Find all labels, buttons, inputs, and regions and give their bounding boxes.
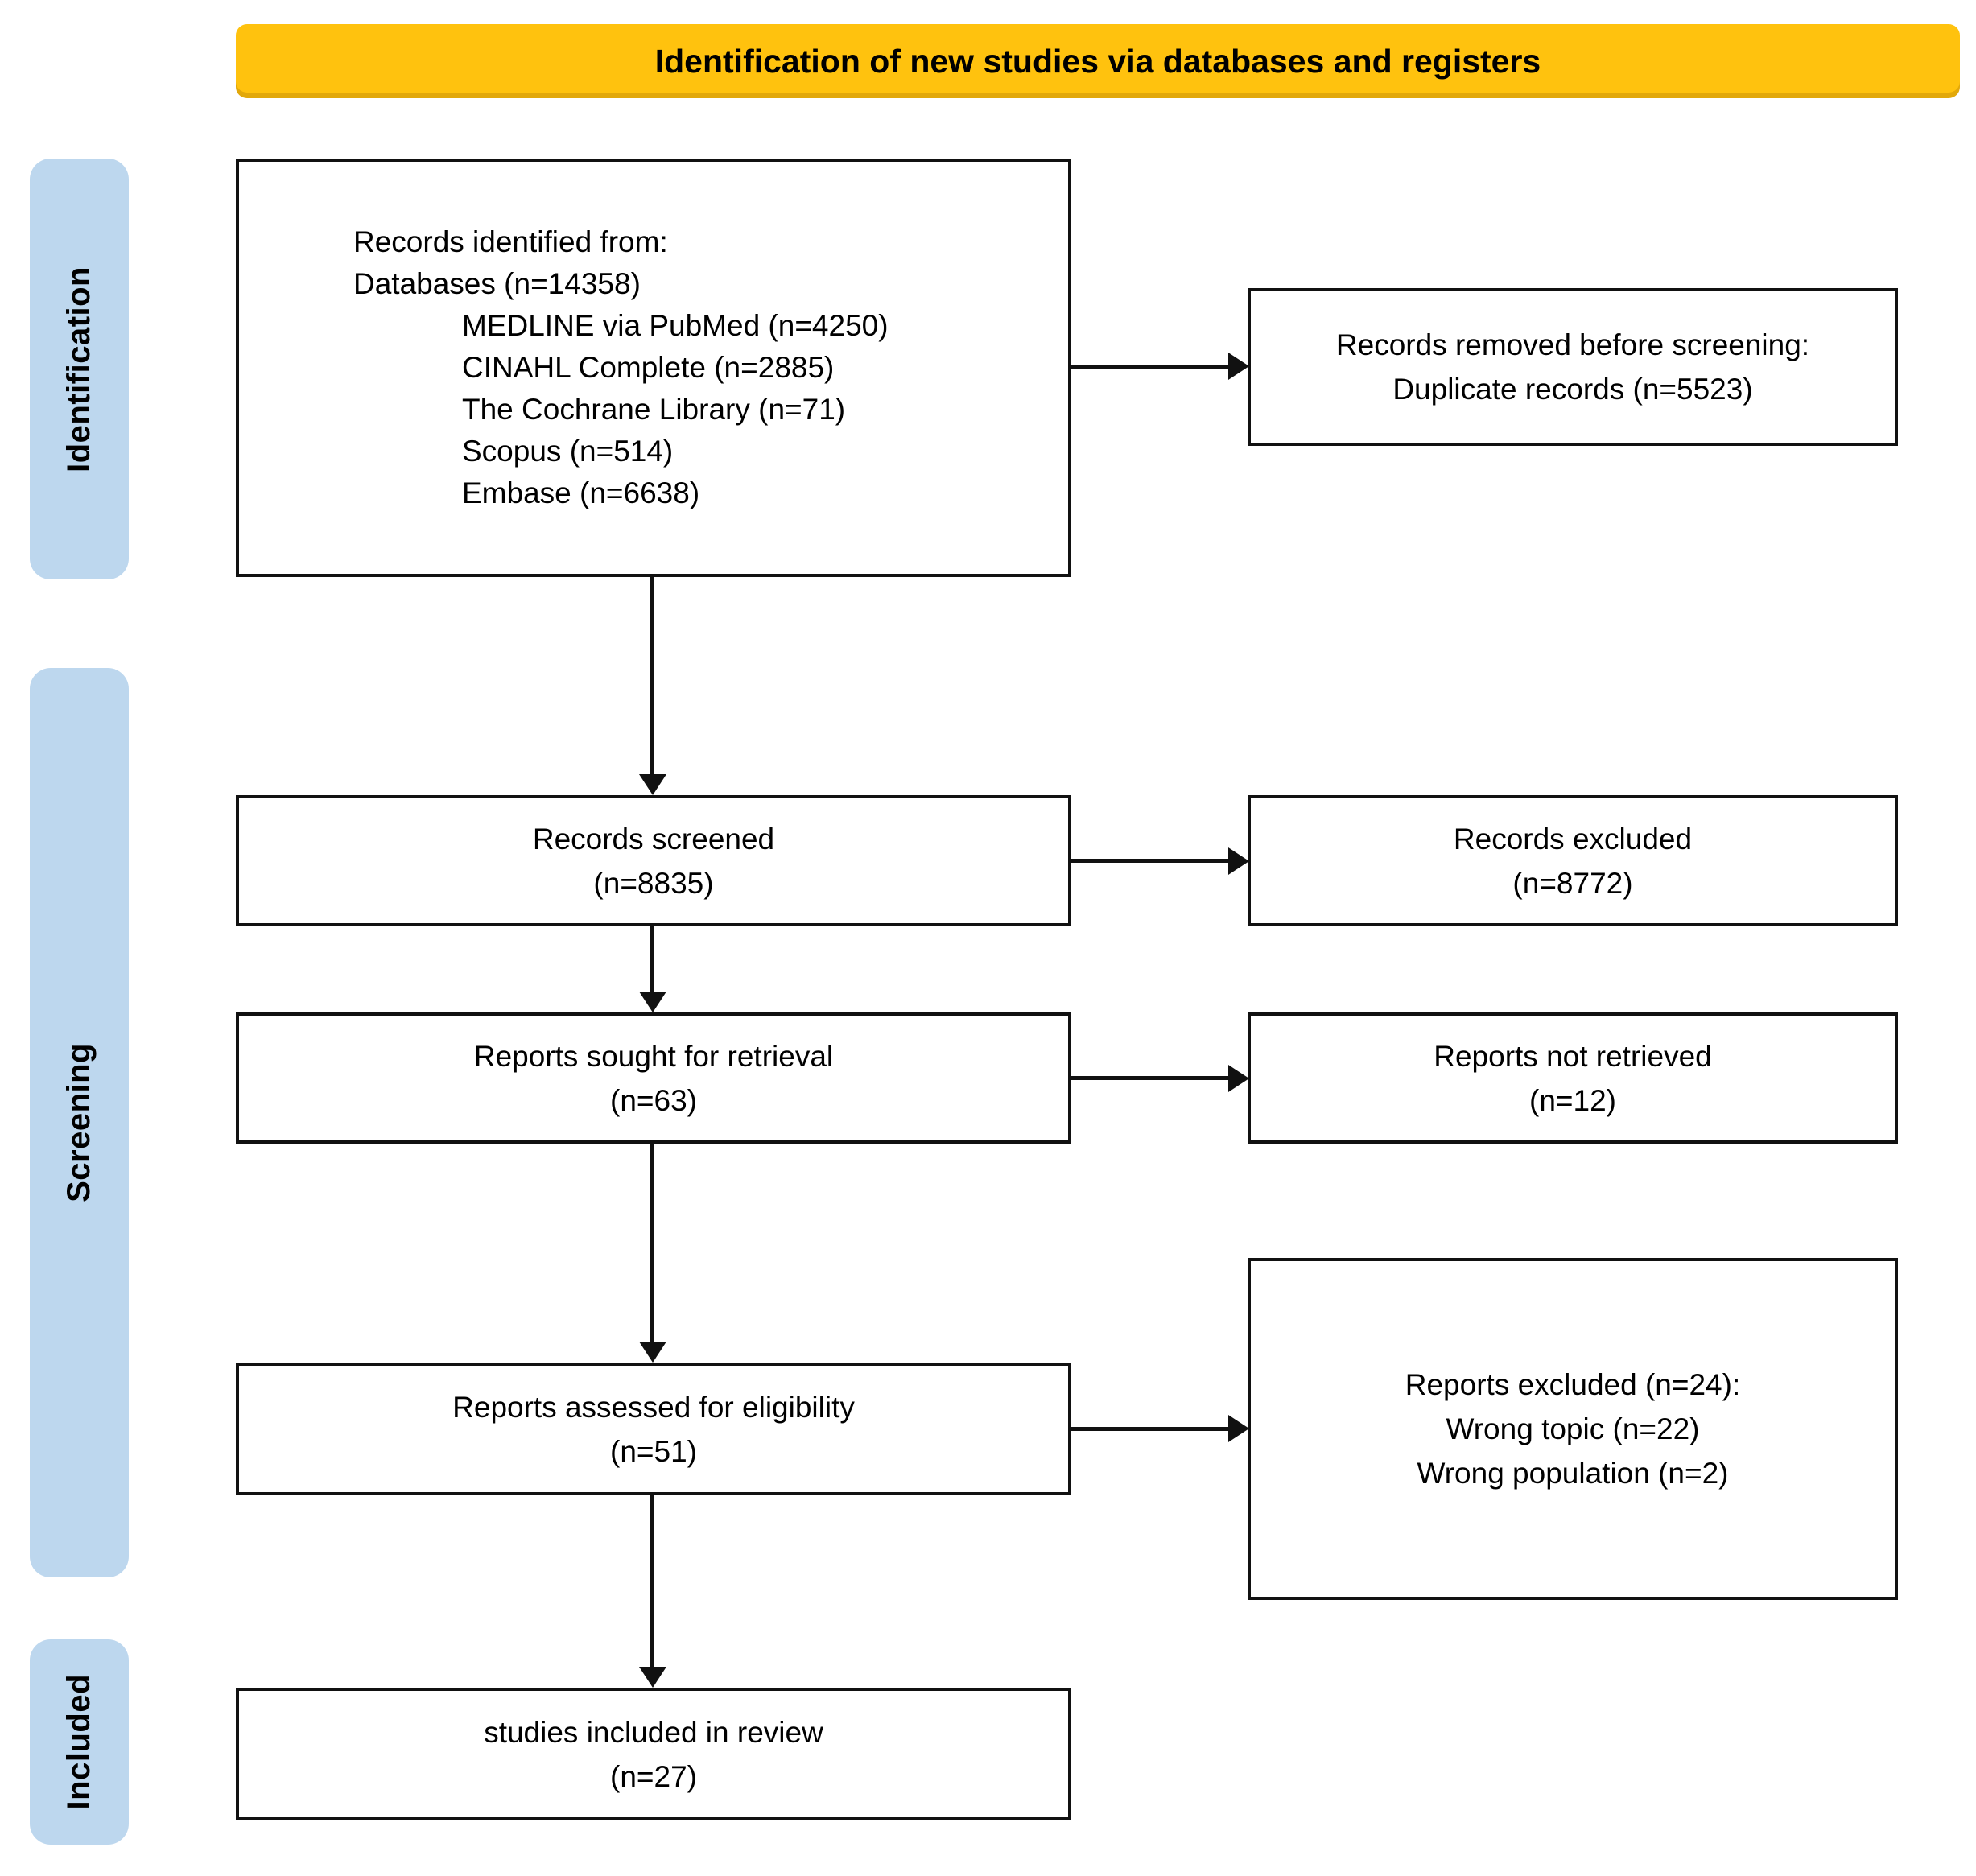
records-identified-source-scopus: Scopus (n=514) xyxy=(462,435,674,468)
records-removed-line1: Records removed before screening: xyxy=(1335,328,1810,361)
stage-bar-included: Included xyxy=(30,1639,129,1845)
records-identified-source-medline: MEDLINE via PubMed (n=4250) xyxy=(462,309,889,342)
studies-included-line1: studies included in review xyxy=(484,1715,823,1749)
records-excluded-line1: Records excluded xyxy=(1453,822,1693,856)
box-reports-assessed: Reports assessed for eligibility (n=51) xyxy=(236,1363,1071,1495)
box-records-removed: Records removed before screening: Duplic… xyxy=(1248,288,1898,446)
arrow-screened-to-sought-head xyxy=(638,992,666,1012)
records-screened-line1: Records screened xyxy=(532,822,775,856)
arrow-assessed-to-reports-excluded-line xyxy=(1071,1426,1230,1431)
diagram-title-banner: Identification of new studies via databa… xyxy=(236,24,1960,98)
records-screened-count: (n=8835) xyxy=(593,866,714,900)
stage-bar-screening: Screening xyxy=(30,668,129,1577)
box-studies-included: studies included in review (n=27) xyxy=(236,1688,1071,1820)
stage-bar-identification: Identification xyxy=(30,159,129,579)
arrow-sought-to-not-retrieved-head xyxy=(1228,1064,1249,1092)
records-identified-source-cinahl: CINAHL Complete (n=2885) xyxy=(462,351,835,384)
reports-sought-line1: Reports sought for retrieval xyxy=(473,1039,834,1073)
studies-included-count: (n=27) xyxy=(610,1759,697,1793)
arrow-assessed-to-included-line xyxy=(650,1495,654,1668)
arrow-identified-to-screened-line xyxy=(650,577,654,776)
records-identified-line1: Records identified from: xyxy=(353,225,668,258)
box-records-excluded: Records excluded (n=8772) xyxy=(1248,795,1898,926)
records-identified-source-embase: Embase (n=6638) xyxy=(462,476,700,509)
reports-excluded-line1: Reports excluded (n=24): xyxy=(1405,1368,1741,1401)
arrow-sought-to-not-retrieved-line xyxy=(1071,1076,1230,1080)
reports-not-retrieved-count: (n=12) xyxy=(1529,1083,1616,1117)
arrow-assessed-to-reports-excluded-head xyxy=(1228,1415,1249,1442)
records-excluded-count: (n=8772) xyxy=(1512,866,1633,900)
arrow-screened-to-excluded-head xyxy=(1228,847,1249,875)
box-records-screened: Records screened (n=8835) xyxy=(236,795,1071,926)
stage-label-identification: Identification xyxy=(61,266,97,472)
arrow-sought-to-assessed-head xyxy=(638,1342,666,1363)
stage-label-screening: Screening xyxy=(61,1043,97,1202)
arrow-identified-to-removed-line xyxy=(1071,364,1230,369)
arrow-identified-to-removed-head xyxy=(1228,353,1249,380)
arrow-sought-to-assessed-line xyxy=(650,1143,654,1343)
arrow-screened-to-sought-line xyxy=(650,926,654,993)
arrow-assessed-to-included-head xyxy=(638,1667,666,1688)
reports-excluded-reason1: Wrong topic (n=22) xyxy=(1446,1412,1700,1445)
records-identified-line2: Databases (n=14358) xyxy=(353,267,641,300)
reports-assessed-count: (n=51) xyxy=(610,1434,697,1468)
box-reports-not-retrieved: Reports not retrieved (n=12) xyxy=(1248,1012,1898,1144)
reports-assessed-line1: Reports assessed for eligibility xyxy=(452,1390,855,1424)
box-reports-sought: Reports sought for retrieval (n=63) xyxy=(236,1012,1071,1144)
records-identified-source-cochrane: The Cochrane Library (n=71) xyxy=(462,393,846,426)
reports-excluded-reason2: Wrong population (n=2) xyxy=(1417,1457,1729,1490)
box-reports-excluded: Reports excluded (n=24): Wrong topic (n=… xyxy=(1248,1258,1898,1600)
arrow-identified-to-screened-head xyxy=(638,774,666,795)
arrow-screened-to-excluded-line xyxy=(1071,859,1230,863)
stage-label-included: Included xyxy=(61,1674,97,1810)
reports-sought-count: (n=63) xyxy=(610,1083,697,1117)
box-records-identified: Records identified from: Databases (n=14… xyxy=(236,159,1071,577)
records-removed-line2: Duplicate records (n=5523) xyxy=(1392,373,1753,406)
reports-not-retrieved-line1: Reports not retrieved xyxy=(1434,1039,1712,1073)
diagram-title: Identification of new studies via databa… xyxy=(654,42,1541,80)
